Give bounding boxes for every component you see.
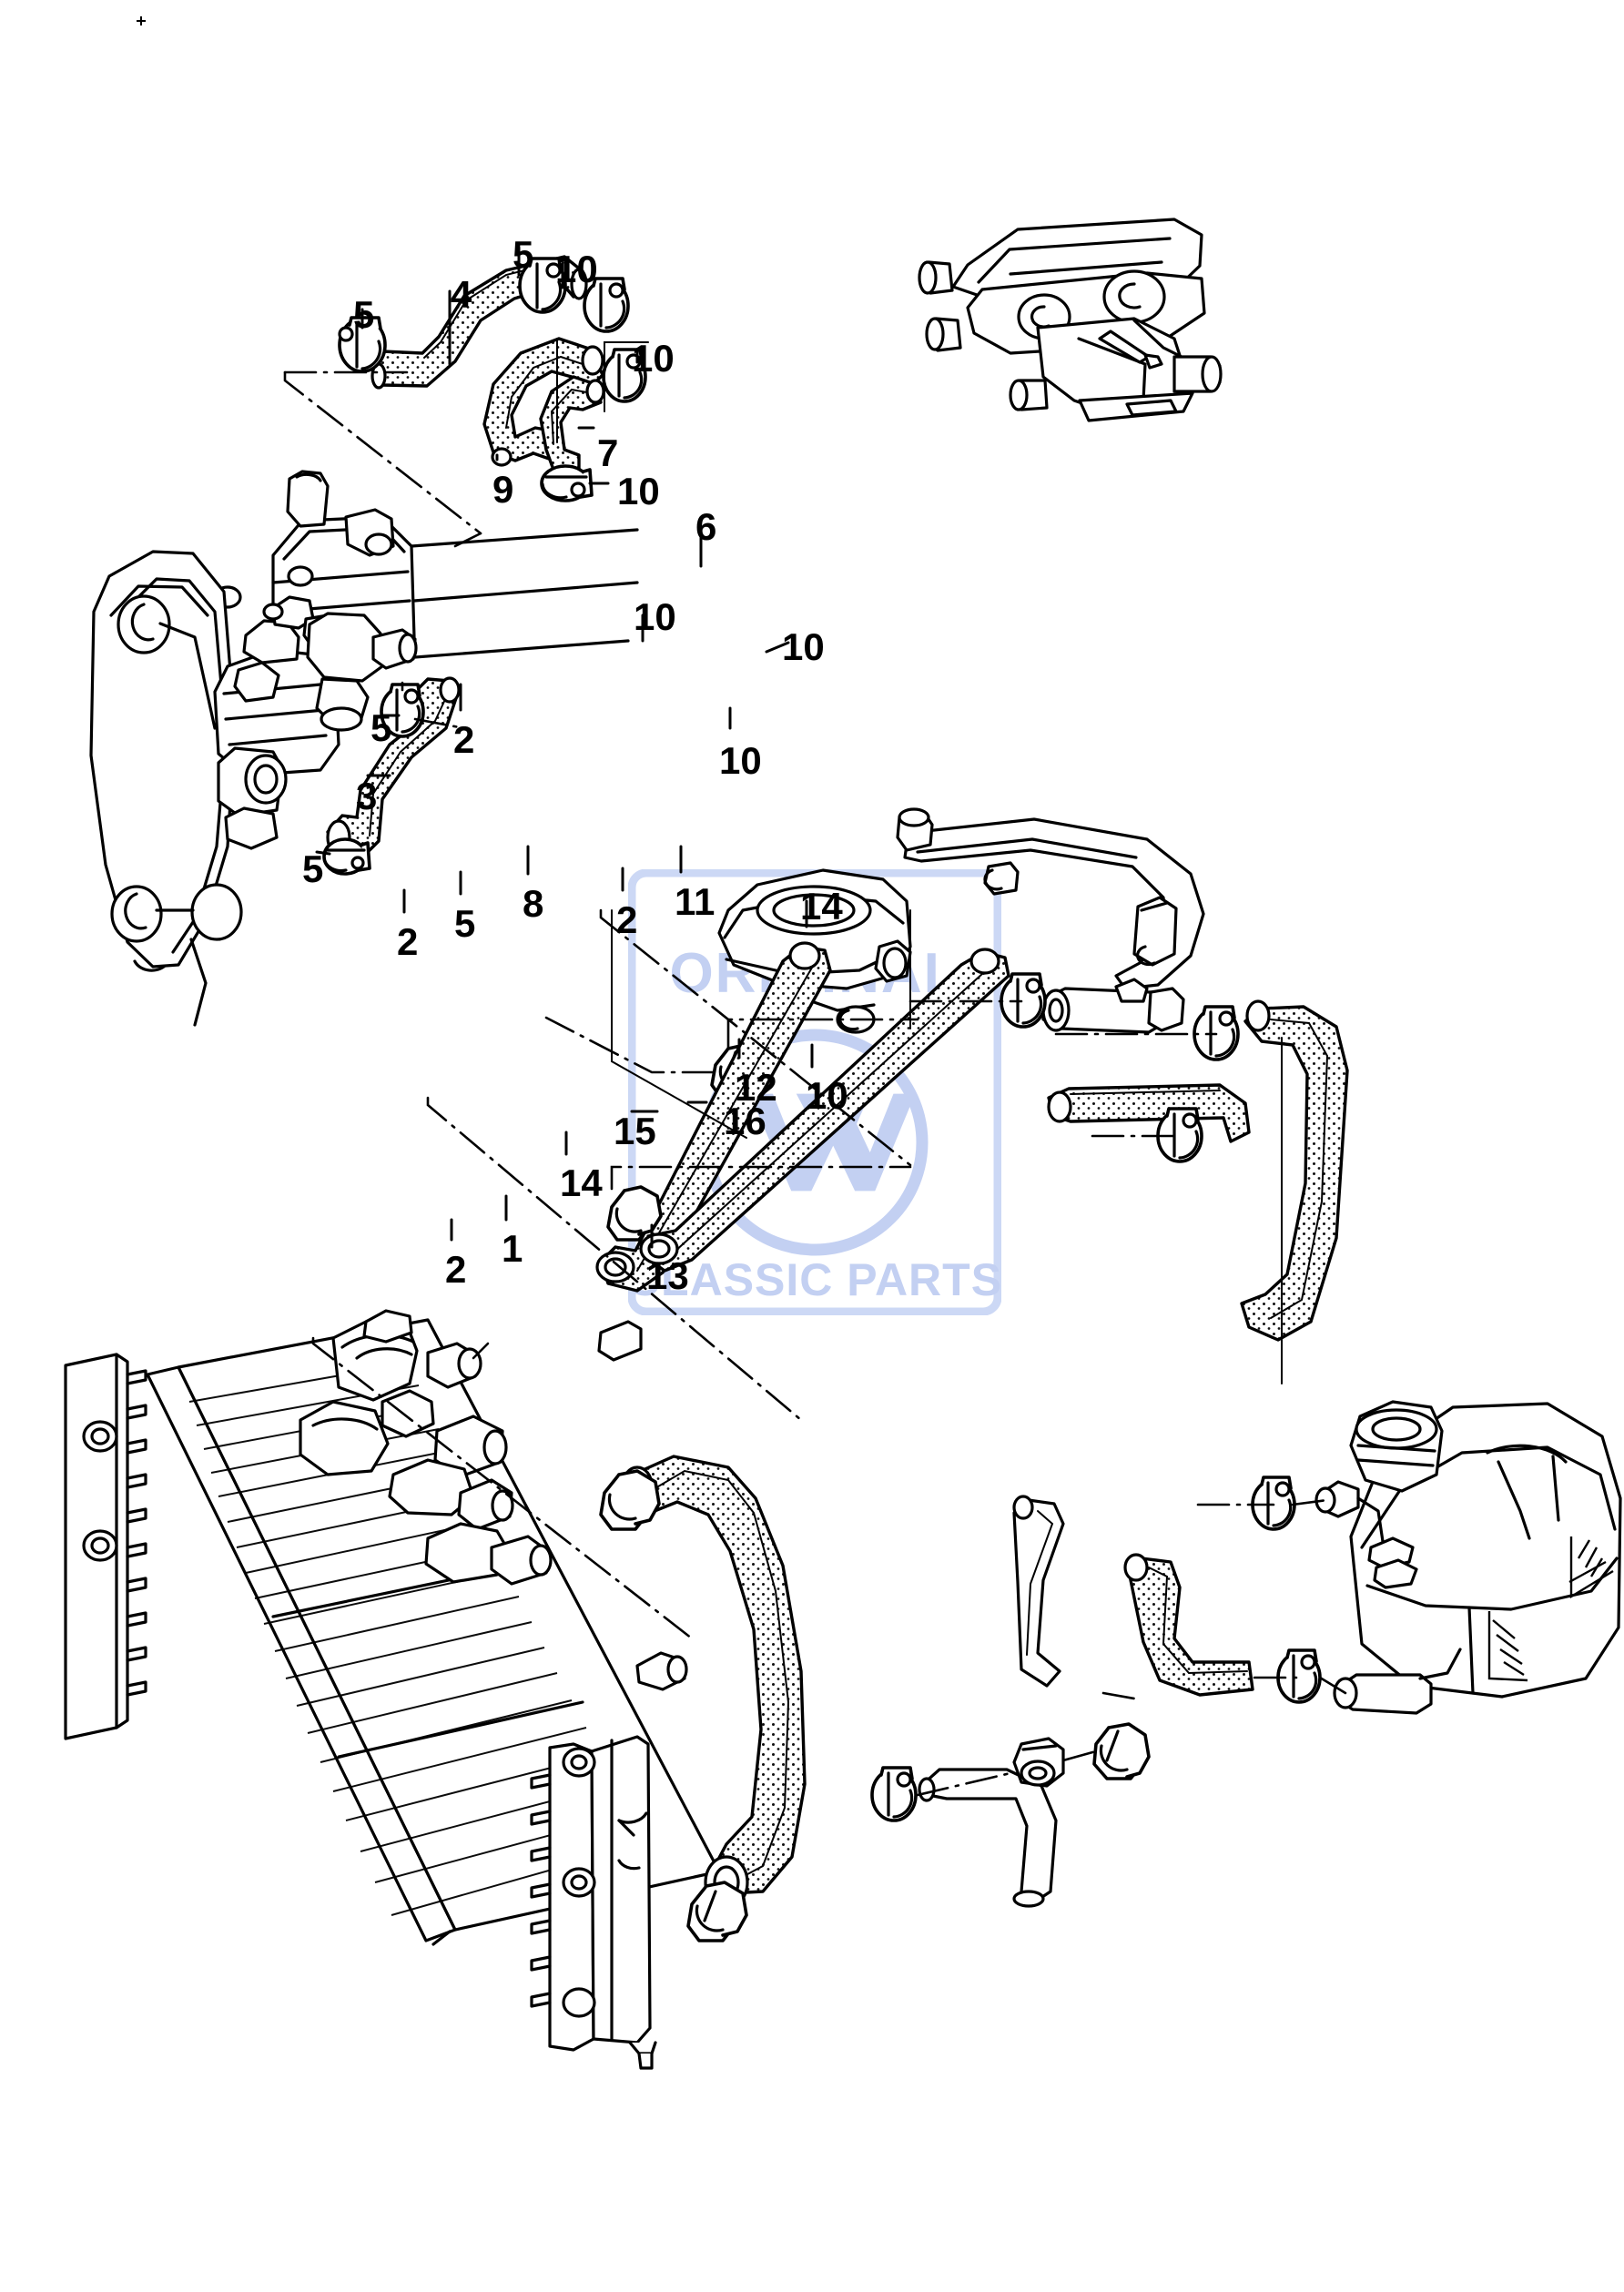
clamp-5-top-right bbox=[518, 257, 567, 314]
clamp-10-right-a bbox=[1000, 972, 1047, 1029]
callout-10: 10 bbox=[719, 739, 762, 782]
callout-10: 10 bbox=[806, 1074, 848, 1117]
callout-10: 10 bbox=[617, 470, 660, 512]
engine-mount-bracket bbox=[89, 550, 243, 1027]
assembly-line-13 bbox=[1061, 1749, 1098, 1762]
coolant-pump-housing bbox=[717, 868, 912, 1034]
expansion-tank bbox=[1314, 1400, 1622, 1715]
spring-clamp-2-upper-left bbox=[599, 1469, 661, 1531]
callout-16: 16 bbox=[724, 1100, 766, 1142]
part-15-plug bbox=[1012, 1737, 1065, 1788]
assembly-line-3 bbox=[426, 1096, 803, 1422]
clamp-10-right-tank bbox=[1276, 1648, 1322, 1704]
leader-dashdot-1 bbox=[283, 370, 482, 535]
callout-2: 2 bbox=[397, 920, 419, 963]
callout-10: 10 bbox=[634, 595, 676, 638]
hose-6-pipe bbox=[896, 807, 1205, 990]
assembly-line-18 bbox=[544, 1016, 716, 1074]
callout-14: 14 bbox=[800, 885, 843, 928]
callout-2: 2 bbox=[453, 718, 475, 761]
callout-10: 10 bbox=[632, 337, 675, 380]
hose-12-upper-arm bbox=[1012, 1495, 1065, 1688]
callout-5: 5 bbox=[370, 706, 392, 749]
spring-clamp-2-right bbox=[606, 1185, 663, 1242]
part-16-clip bbox=[1092, 1722, 1151, 1780]
assembly-line-2 bbox=[472, 1342, 490, 1360]
clamp-14-bottom bbox=[870, 1766, 918, 1822]
callout-10: 10 bbox=[555, 248, 598, 290]
callout-1: 1 bbox=[502, 1227, 523, 1270]
callout-13: 13 bbox=[646, 1254, 689, 1297]
clamp-10-mid bbox=[540, 464, 594, 502]
radiator bbox=[64, 1318, 721, 2070]
hose-12 bbox=[1123, 1553, 1254, 1697]
tee-connector bbox=[1041, 978, 1185, 1034]
callout-5: 5 bbox=[454, 902, 476, 945]
clamp-14-right bbox=[1251, 1476, 1296, 1531]
callout-5: 5 bbox=[353, 293, 375, 336]
callout-7: 7 bbox=[597, 431, 619, 474]
assembly-line-11 bbox=[1318, 1676, 1347, 1695]
callout-11: 11 bbox=[675, 880, 716, 923]
callout-5: 5 bbox=[513, 233, 534, 276]
clamp-5-hose3-bot bbox=[322, 837, 371, 876]
assembly-line-1 bbox=[311, 1336, 694, 1640]
hose-8 bbox=[595, 941, 832, 1293]
callout-10: 10 bbox=[782, 625, 825, 668]
heater-valve-housing bbox=[1009, 317, 1223, 422]
hose-7 bbox=[539, 375, 605, 472]
callout-2: 2 bbox=[616, 898, 638, 941]
hose-right-loop bbox=[1240, 999, 1349, 1342]
callout-6: 6 bbox=[695, 505, 717, 548]
hose-right-lower-stub bbox=[1047, 1083, 1251, 1143]
thermostat-housing bbox=[306, 612, 418, 732]
callout-15: 15 bbox=[614, 1110, 656, 1152]
assembly-line-19 bbox=[1101, 1691, 1136, 1700]
spring-clamp-2-bottom bbox=[686, 1881, 748, 1942]
callout-14: 14 bbox=[560, 1161, 603, 1204]
assembly-line-4 bbox=[599, 908, 912, 1167]
leader-dashdot-3 bbox=[453, 532, 482, 548]
callout-4: 4 bbox=[451, 273, 472, 316]
water-pump-neck bbox=[299, 1309, 553, 1586]
hose-11 bbox=[639, 948, 1010, 1273]
assembly-line-10 bbox=[1291, 1498, 1329, 1506]
bracket-mid-1 bbox=[611, 909, 747, 1139]
hose-13 bbox=[918, 1768, 1058, 1908]
lead-10e bbox=[765, 641, 790, 654]
clamp-10-top bbox=[583, 277, 630, 333]
clamp-5-hose3-top bbox=[380, 683, 425, 738]
callout-2: 2 bbox=[445, 1248, 467, 1291]
assembly-line-12 bbox=[916, 1771, 1012, 1797]
callout-3: 3 bbox=[356, 775, 378, 817]
callout-8: 8 bbox=[523, 882, 544, 925]
assembly-line-15 bbox=[610, 1165, 912, 1191]
lead-5d bbox=[315, 850, 331, 856]
callout-12: 12 bbox=[735, 1066, 777, 1109]
callout-5: 5 bbox=[302, 847, 324, 890]
assembly-line-14 bbox=[726, 1018, 919, 1049]
registration-mark bbox=[137, 16, 146, 25]
assembly-line-17 bbox=[413, 717, 466, 730]
callout-9: 9 bbox=[492, 468, 514, 511]
